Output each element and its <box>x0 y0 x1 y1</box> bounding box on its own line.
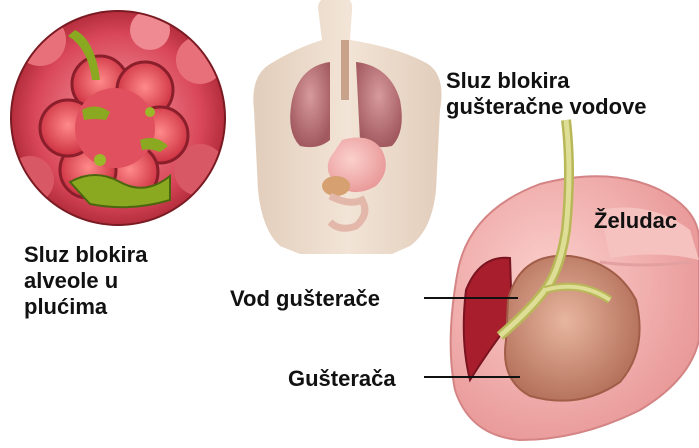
stomach-label: Želudac <box>594 208 677 234</box>
ducts-label-line-2: gušteračne vodove <box>446 94 647 120</box>
alveoli-label-line-2: alveole u <box>24 268 147 294</box>
pancreatic-duct-label: Vod gušterače <box>230 286 380 312</box>
ducts-label-line-1: Sluz blokira <box>446 68 647 94</box>
pancreas-illustration <box>451 120 699 440</box>
torso-illustration <box>253 0 441 254</box>
alveoli-mucus-label: Sluz blokira alveole u plućima <box>24 242 147 320</box>
alveoli-illustration <box>6 10 226 226</box>
alveoli-label-line-3: plućima <box>24 294 147 320</box>
alveoli-label-line-1: Sluz blokira <box>24 242 147 268</box>
pancreatic-ducts-mucus-label: Sluz blokira gušteračne vodove <box>446 68 647 120</box>
pancreas-label: Gušterača <box>288 366 396 392</box>
